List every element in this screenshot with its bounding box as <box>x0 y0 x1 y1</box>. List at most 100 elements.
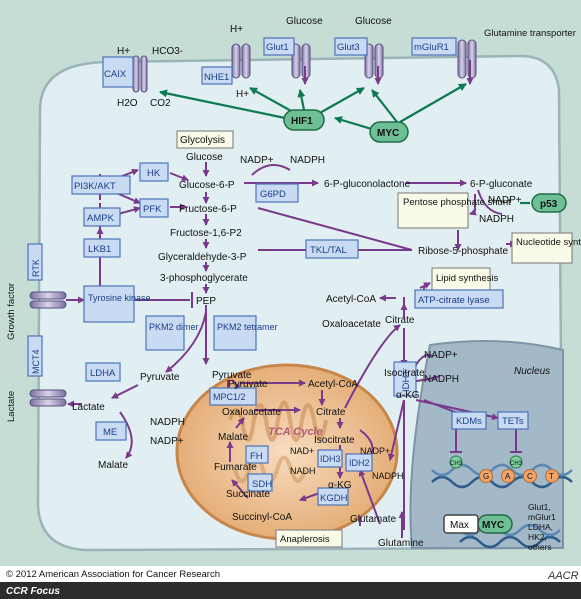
caix-label: CAIX <box>104 69 127 80</box>
hif1-label: HIF1 <box>291 116 313 127</box>
glycolysis-step-g3p: Glyceraldehyde-3-P <box>158 252 247 263</box>
me-label: ME <box>103 427 117 438</box>
mct4-label: MCT4 <box>31 350 41 375</box>
ch3-label-2: CH3 <box>510 461 523 467</box>
acetylcoa-cytosol-label: Acetyl-CoA <box>326 294 376 305</box>
h-plus-bottom-label: H+ <box>236 89 249 100</box>
dna-base-c: C <box>527 472 533 481</box>
journal-name: CCR Focus <box>6 586 60 597</box>
max-label: Max <box>450 520 469 531</box>
idh2-label: IDH2 <box>349 458 370 468</box>
tkl-tal-label: TKL/TAL <box>310 245 347 256</box>
enzyme-boxes <box>27 37 529 506</box>
mglur1-label: mGluR1 <box>414 42 449 53</box>
tets-label: TETs <box>502 416 524 427</box>
glycolysis-step-f6p: Fructose-6-P <box>179 204 237 215</box>
co2-label: CO2 <box>150 98 171 109</box>
atp-citrate-lyase-label: ATP-citrate lyase <box>418 295 490 306</box>
footer-bar <box>0 582 581 599</box>
mpc-label: MPC1/2 <box>213 392 246 402</box>
growth-factor-label: Growth factor <box>6 283 17 340</box>
pi3k-akt-label: PI3K/AKT <box>74 181 116 192</box>
dna-base-t: T <box>549 472 554 481</box>
ampk-label: AMPK <box>87 213 115 224</box>
myc-label: MYC <box>377 128 399 139</box>
mct4-channel <box>29 389 67 407</box>
mito-succinylcoa-label: Succinyl-CoA <box>232 512 292 523</box>
glutamate-label: Glutamate <box>350 514 397 525</box>
lipid-synthesis-label: Lipid synthesis <box>436 273 499 284</box>
glycolysis-step-pyruvate: Pyruvate <box>212 370 252 381</box>
glycolysis-step-3pg: 3-phosphoglycerate <box>160 273 248 284</box>
nucleotide-synthesis-label: Nucleotide synthesis <box>516 237 581 248</box>
gluconate-label: 6-P-gluconate <box>470 179 533 190</box>
hco3-label: HCO3- <box>152 46 183 57</box>
glucose-1-label: Glucose <box>286 16 323 27</box>
mito-acetylcoa-label: Acetyl-CoA <box>308 379 358 390</box>
pkm2-dimer-label: PKM2 dimer <box>149 322 199 332</box>
mito-nadph-label: NADPH <box>372 471 404 481</box>
nhe1-label: NHE1 <box>204 72 229 83</box>
glut1-label: Glut1 <box>266 42 289 53</box>
glutamine-transporter-channel <box>457 39 477 79</box>
ribose-5-phosphate-label: Ribose-5-phosphate <box>418 246 508 257</box>
tyrosine-kinase-label: Tyrosine kinase <box>88 293 151 303</box>
glycolysis-step-glucose: Glucose <box>186 152 223 163</box>
mito-pyruvate-label: Pyruvate <box>228 379 268 390</box>
idh3-label: IDH3 <box>320 454 341 464</box>
nhe1-channel <box>231 43 251 79</box>
copyright-text: © 2012 American Association for Cancer R… <box>6 569 220 580</box>
p53-label: p53 <box>540 199 558 210</box>
note-boxes <box>176 130 573 548</box>
mito-succinate-label: Succinate <box>226 489 270 500</box>
dna-base-g: G <box>483 472 489 481</box>
idh1-nadph-label: NADPH <box>424 374 459 385</box>
hk-label: HK <box>147 168 161 179</box>
idh1-nadp-label: NADP+ <box>424 350 458 361</box>
lactate-outside-label: Lactate <box>6 391 17 422</box>
mito-malate-label: Malate <box>218 432 248 443</box>
glycolysis-title: Glycolysis <box>180 135 225 146</box>
lkb1-label: LKB1 <box>88 244 111 255</box>
mito-nadh-label: NADH <box>290 466 316 476</box>
isocitrate-cytosol-label: Isocitrate <box>384 368 425 379</box>
h-plus-top-label: H+ <box>117 46 130 57</box>
h-plus-left-label: H+ <box>230 24 243 35</box>
glycolysis-step-g6p: Glucose-6-P <box>179 180 235 191</box>
rtk-receptor <box>29 291 67 309</box>
nucleus-title: Nucleus <box>514 366 550 377</box>
pyruvate-left-label: Pyruvate <box>140 372 180 383</box>
kdms-label: KDMs <box>456 416 482 427</box>
mito-nad-label: NAD+ <box>290 446 314 456</box>
ppp-nadp-label: NADP+ <box>240 155 274 166</box>
myc-target-genes-line: mGlur1 <box>528 512 556 522</box>
aacr-logo: AACR <box>547 570 579 582</box>
ppp-nadph-label: NADPH <box>290 155 325 166</box>
cytosol-nadph-label: NADPH <box>150 417 185 428</box>
myc-target-genes-text: Glut1, <box>528 502 551 512</box>
glut3-label: Glut3 <box>337 42 360 53</box>
kgdh-label: KGDH <box>320 493 348 504</box>
akg-cytosol-label: α-KG <box>396 390 420 401</box>
ldha-label: LDHA <box>90 368 116 379</box>
fh-label: FH <box>250 451 263 462</box>
myc-target-genes-line: others <box>528 542 552 552</box>
nucleus-region <box>409 340 564 549</box>
glycolysis-step-pep: PEP <box>196 296 216 307</box>
pfk-label: PFK <box>143 204 162 215</box>
green-arrows <box>159 83 530 205</box>
oxaloacetate-cytosol-label: Oxaloacetate <box>322 319 381 330</box>
lactate-label: Lactate <box>72 402 105 413</box>
rtk-label: RTK <box>31 259 41 277</box>
regulator-ovals <box>283 109 567 534</box>
mito-isocitrate-label: Isocitrate <box>314 435 355 446</box>
ch3-label-1: CH3 <box>450 461 463 467</box>
gluconolactone-label: 6-P-gluconolactone <box>324 179 411 190</box>
glucose-2-label: Glucose <box>355 16 392 27</box>
myc-target-genes-line: LDHA, <box>528 522 553 532</box>
nucleus-myc-label: MYC <box>482 520 504 531</box>
mito-fumarate-label: Fumarate <box>214 462 257 473</box>
